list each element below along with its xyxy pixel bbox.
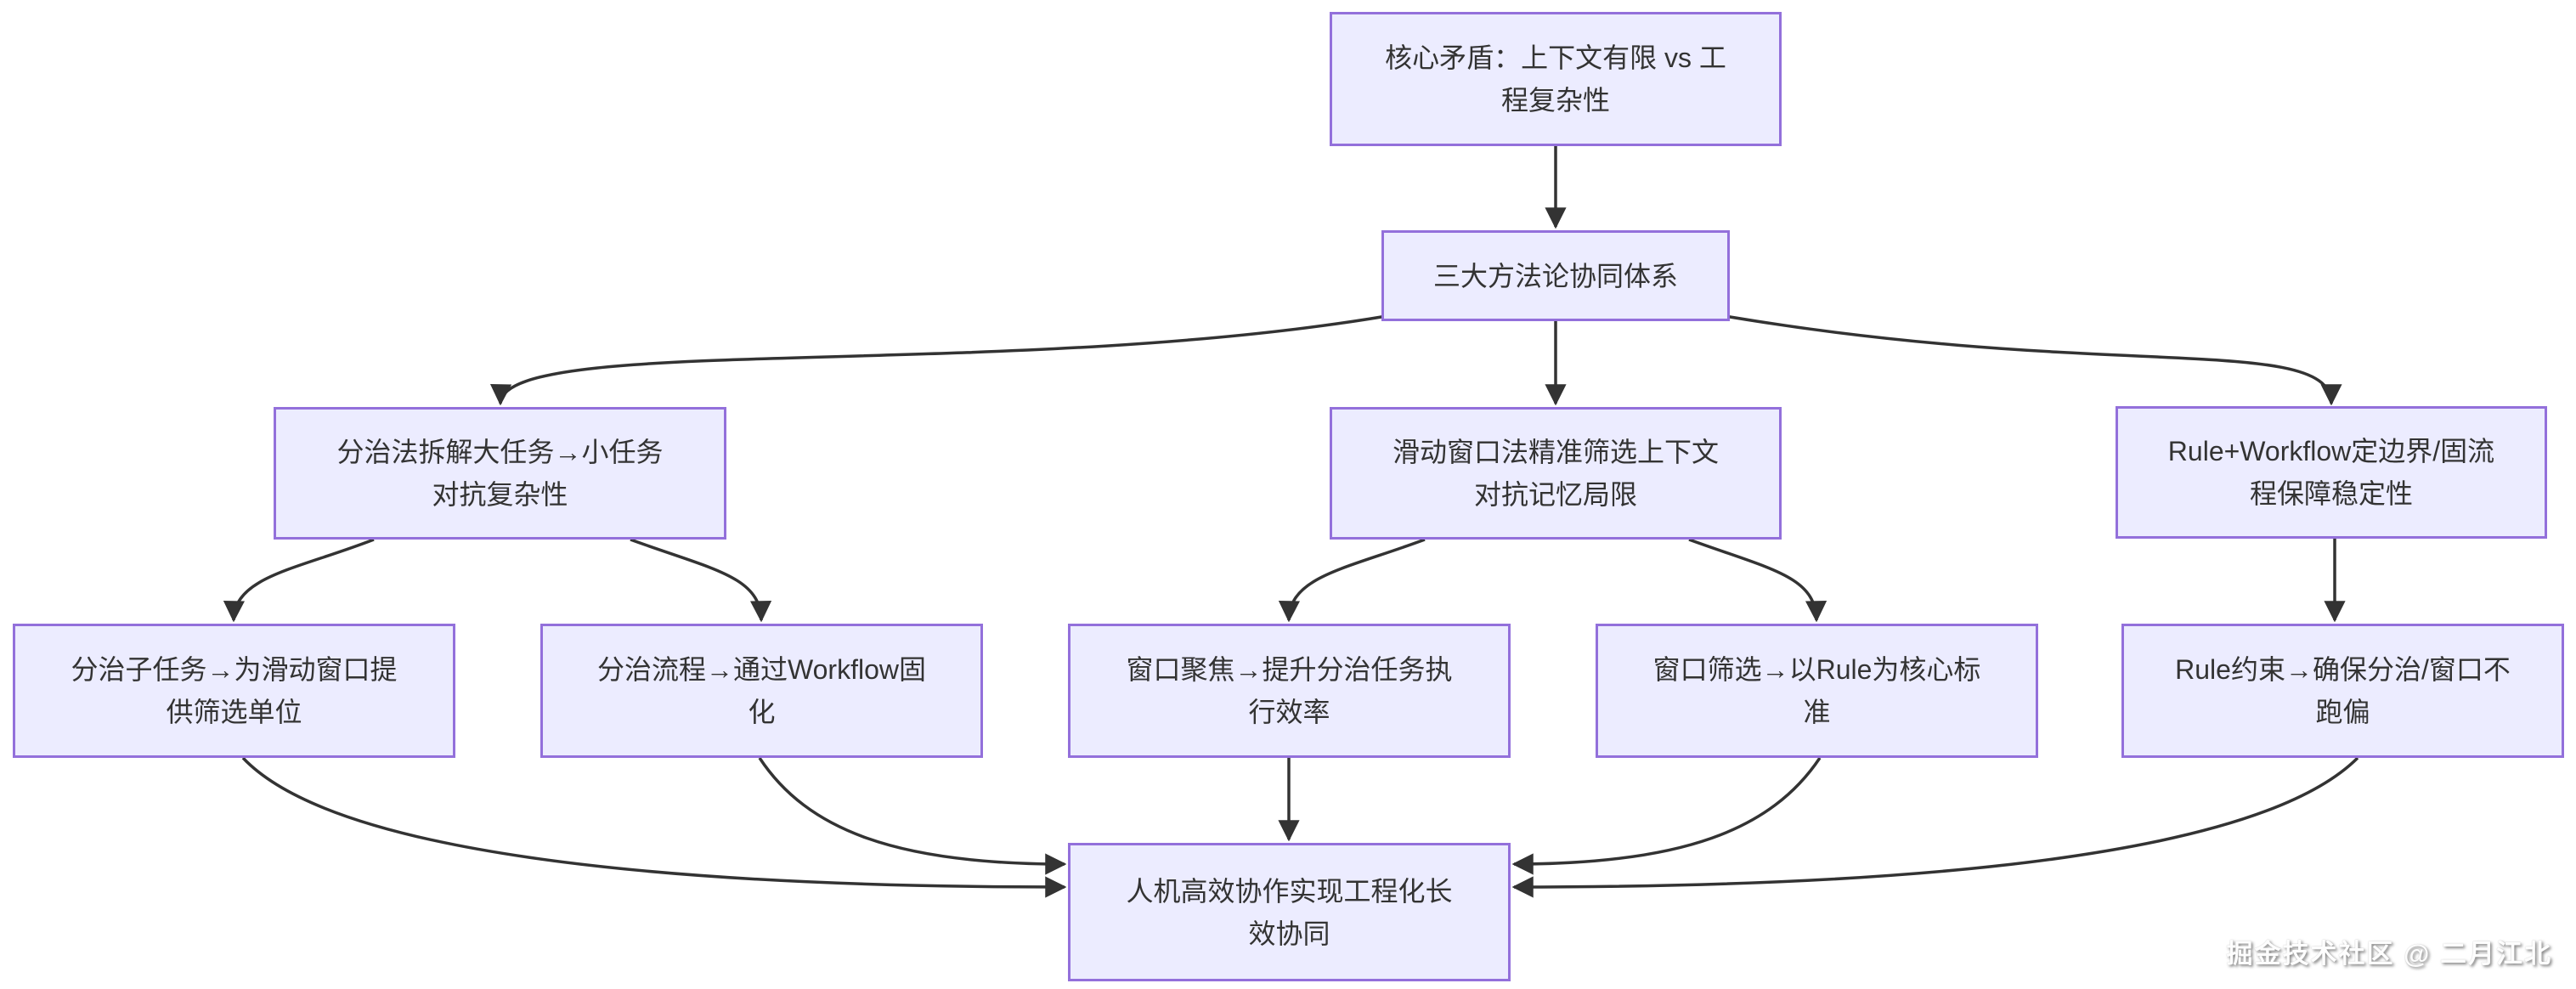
node-divide-conquer: 分治法拆解大任务→小任务 对抗复杂性 — [274, 407, 726, 540]
node-process-solidify: 分治流程→通过Workflow固 化 — [540, 624, 983, 758]
node-methodology-system: 三大方法论协同体系 — [1381, 230, 1730, 321]
edge-methodology-system-rule-workflow — [1724, 314, 2331, 404]
edge-divide-conquer-subtask-unit — [234, 538, 375, 620]
edge-rule-constraint-human-ai-synergy — [1514, 756, 2359, 887]
edge-divide-conquer-process-solidify — [630, 538, 761, 620]
edge-sliding-window-window-filter — [1688, 538, 1816, 620]
node-rule-constraint: Rule约束→确保分治/窗口不 跑偏 — [2121, 624, 2564, 758]
node-rule-workflow: Rule+Workflow定边界/固流 程保障稳定性 — [2116, 406, 2547, 539]
edge-window-filter-human-ai-synergy — [1514, 757, 1822, 864]
edge-subtask-unit-human-ai-synergy — [241, 756, 1065, 887]
watermark: 掘金技术社区 @ 二月江北 — [2226, 939, 2552, 969]
node-core-conflict: 核心矛盾：上下文有限 vs 工 程复杂性 — [1330, 12, 1782, 146]
node-window-filter: 窗口筛选→以Rule为核心标 准 — [1596, 624, 2038, 758]
edge-sliding-window-window-focus — [1289, 538, 1426, 620]
edge-methodology-system-divide-conquer — [500, 314, 1387, 404]
edge-process-solidify-human-ai-synergy — [758, 757, 1065, 864]
node-subtask-unit: 分治子任务→为滑动窗口提 供筛选单位 — [13, 624, 455, 758]
node-sliding-window: 滑动窗口法精准筛选上下文 对抗记忆局限 — [1330, 407, 1782, 540]
node-human-ai-synergy: 人机高效协作实现工程化长 效协同 — [1068, 843, 1511, 981]
node-window-focus: 窗口聚焦→提升分治任务执 行效率 — [1068, 624, 1511, 758]
